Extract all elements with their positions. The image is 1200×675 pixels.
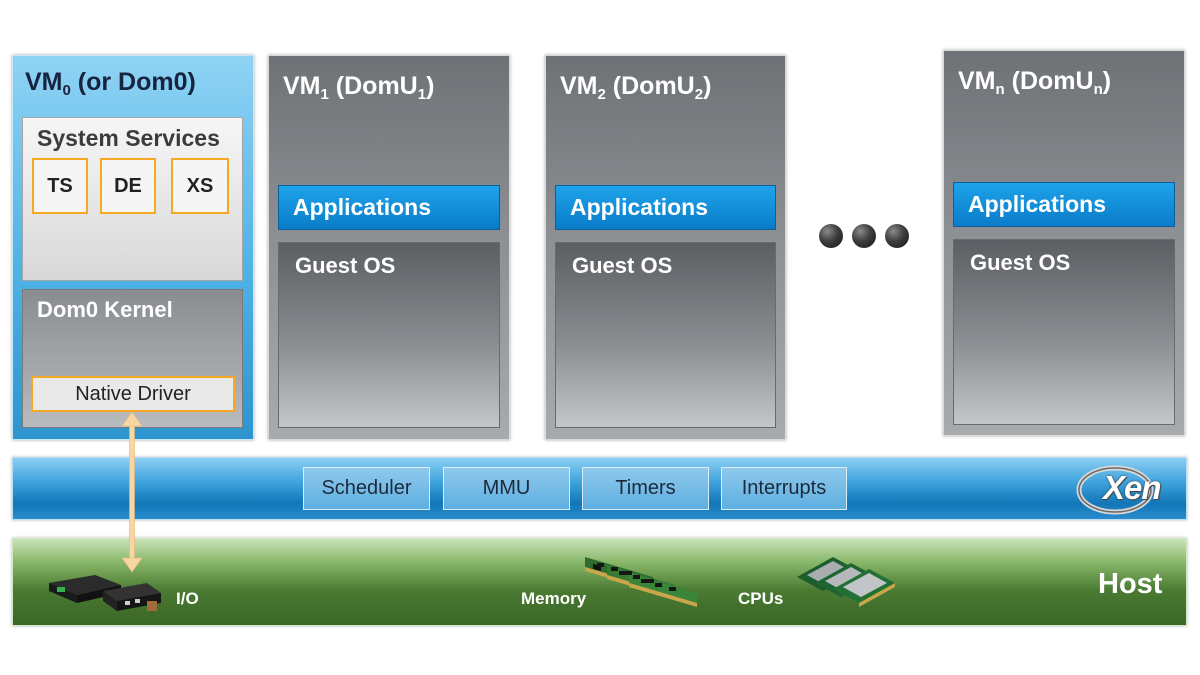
service-ts: TS	[32, 158, 88, 214]
host-hardware-bar: I/O Memory CPUs	[12, 538, 1187, 626]
service-de: DE	[100, 158, 156, 214]
host-title: Host	[1098, 568, 1163, 600]
ellipsis-dot	[885, 224, 909, 248]
dom0-kernel-box: Dom0 Kernel Native Driver	[22, 289, 243, 428]
dom0-title: VM0 (or Dom0)	[25, 68, 196, 99]
guest-vm-1-title: VM1 (DomU1)	[283, 72, 435, 103]
service-xs: XS	[171, 158, 229, 214]
guest-vm-2: VM2 (DomU2) Applications Guest OS	[545, 55, 786, 440]
cpus-icon	[797, 557, 895, 607]
io-device-icon	[49, 575, 161, 611]
xen-mmu: MMU	[443, 467, 570, 510]
guest-vm-1: VM1 (DomU1) Applications Guest OS	[268, 55, 510, 440]
guest-vm-n-guest-os: Guest OS	[953, 239, 1175, 425]
memory-label: Memory	[521, 589, 587, 608]
ellipsis-dot	[819, 224, 843, 248]
xen-timers: Timers	[582, 467, 709, 510]
cpus-label: CPUs	[738, 589, 784, 608]
xen-logo-text: Xen	[1103, 469, 1162, 506]
driver-io-arrow-icon	[121, 412, 143, 572]
guest-vm-1-guest-os-label: Guest OS	[295, 253, 396, 278]
xen-interrupts: Interrupts	[721, 467, 847, 510]
native-driver-box: Native Driver	[31, 376, 235, 412]
guest-vm-n: VMn (DomUn) Applications Guest OS	[943, 50, 1185, 436]
dom0-vm: VM0 (or Dom0) System Services TS DE XS D…	[12, 55, 254, 440]
io-label: I/O	[176, 589, 199, 608]
system-services-box: System Services TS DE XS	[22, 117, 243, 281]
xen-scheduler: Scheduler	[303, 467, 430, 510]
guest-vm-n-guest-os-label: Guest OS	[970, 250, 1071, 275]
xen-logo-icon	[1076, 465, 1154, 515]
guest-vm-2-guest-os: Guest OS	[555, 242, 776, 428]
guest-vm-1-applications: Applications	[278, 185, 500, 230]
guest-vm-2-title: VM2 (DomU2)	[560, 72, 712, 103]
system-services-title: System Services	[37, 125, 220, 151]
guest-vm-n-title: VMn (DomUn)	[958, 67, 1112, 98]
memory-modules-icon	[585, 557, 697, 607]
xen-hypervisor-bar: Scheduler MMU Timers Interrupts Xen	[12, 457, 1187, 520]
guest-vm-2-applications: Applications	[555, 185, 776, 230]
guest-vm-n-applications: Applications	[953, 182, 1175, 227]
guest-vm-1-guest-os: Guest OS	[278, 242, 500, 428]
dom0-kernel-title: Dom0 Kernel	[37, 297, 173, 322]
ellipsis-dot	[852, 224, 876, 248]
guest-vm-2-guest-os-label: Guest OS	[572, 253, 673, 278]
